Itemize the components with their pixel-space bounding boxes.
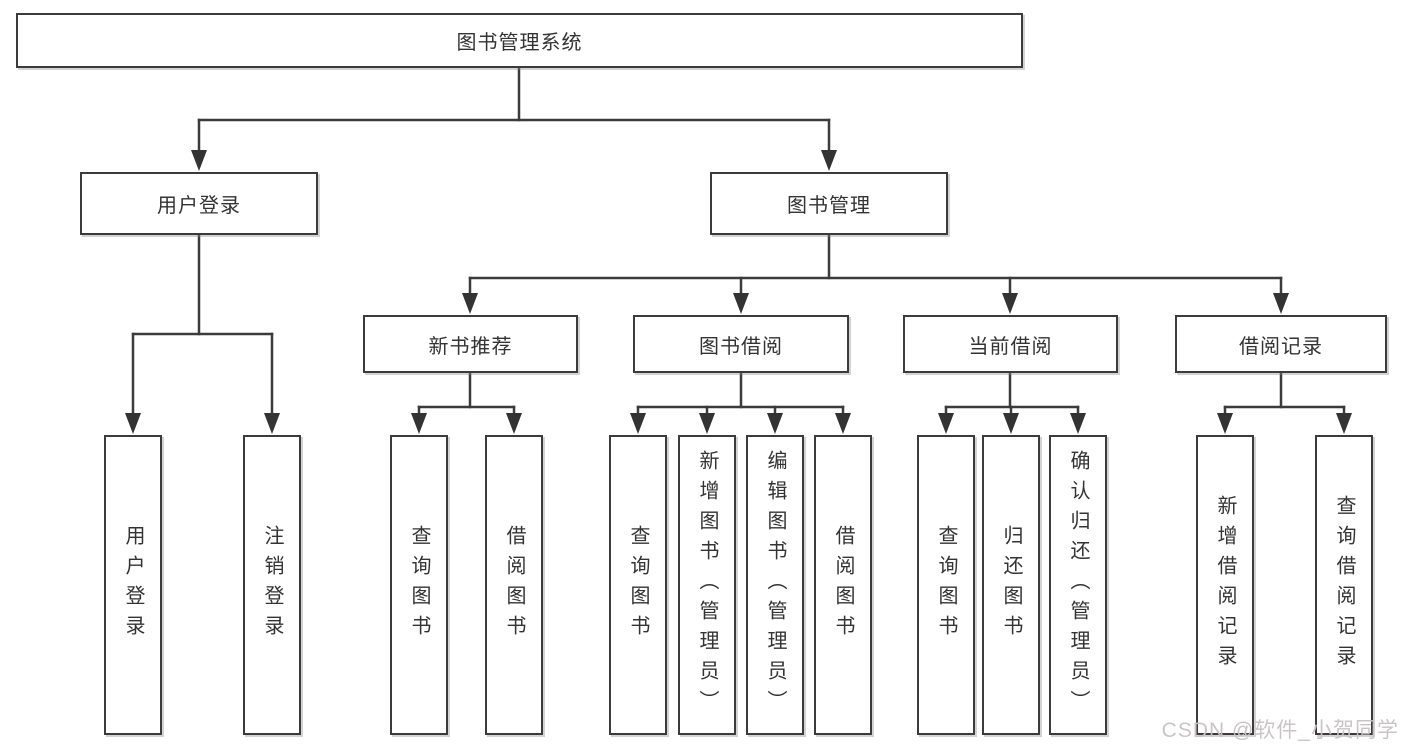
leaf-confirm-return-admin: 确认归还（管理员） [1049,435,1107,735]
leaf-borrow-books-recommend: 借阅图书 [485,435,543,735]
node-new-book-recommend: 新书推荐 [363,315,578,373]
leaf-logout-login: 注销登录 [243,435,301,735]
node-book-management: 图书管理 [710,172,948,235]
leaf-borrow-books-recommend-label: 借阅图书 [503,525,525,645]
node-book-management-label: 图书管理 [787,195,871,217]
leaf-confirm-return-admin-label: 确认归还（管理员） [1067,450,1089,720]
node-book-borrowing: 图书借阅 [633,315,849,373]
leaf-query-borrow-record-label: 查询借阅记录 [1333,495,1355,675]
node-root-label: 图书管理系统 [456,32,583,54]
node-user-login-label: 用户登录 [157,195,241,217]
leaf-query-books-borrowing: 查询图书 [609,435,667,735]
leaf-add-borrow-record-label: 新增借阅记录 [1214,495,1236,675]
node-root: 图书管理系统 [16,13,1023,68]
leaf-query-books-borrowing-label: 查询图书 [627,525,649,645]
leaf-query-books-recommend-label: 查询图书 [408,525,430,645]
leaf-add-borrow-record: 新增借阅记录 [1196,435,1254,735]
leaf-return-books-label: 归还图书 [1000,525,1022,645]
leaf-query-books-current-label: 查询图书 [935,525,957,645]
leaf-edit-books-admin: 编辑图书（管理员） [746,435,804,735]
leaf-add-books-admin: 新增图书（管理员） [678,435,736,735]
leaf-user-login-label: 用户登录 [122,525,144,645]
leaf-query-books-current: 查询图书 [917,435,975,735]
node-borrowing-records: 借阅记录 [1175,315,1387,373]
leaf-query-books-recommend: 查询图书 [390,435,448,735]
leaf-return-books: 归还图书 [982,435,1040,735]
node-current-borrowing: 当前借阅 [903,315,1118,373]
node-borrowing-records-label: 借阅记录 [1239,335,1323,358]
node-current-borrowing-label: 当前借阅 [968,335,1053,358]
arrowhead-group [125,150,1352,434]
leaf-edit-books-admin-label: 编辑图书（管理员） [764,450,786,720]
node-new-book-recommend-label: 新书推荐 [428,335,513,358]
leaf-user-login: 用户登录 [104,435,162,735]
leaf-borrow-books-borrowing: 借阅图书 [814,435,872,735]
leaf-borrow-books-borrowing-label: 借阅图书 [832,525,854,645]
leaf-add-books-admin-label: 新增图书（管理员） [696,450,718,720]
node-user-login: 用户登录 [80,172,318,235]
leaf-query-borrow-record: 查询借阅记录 [1315,435,1373,735]
node-book-borrowing-label: 图书借阅 [699,335,783,358]
leaf-logout-login-label: 注销登录 [261,525,283,645]
